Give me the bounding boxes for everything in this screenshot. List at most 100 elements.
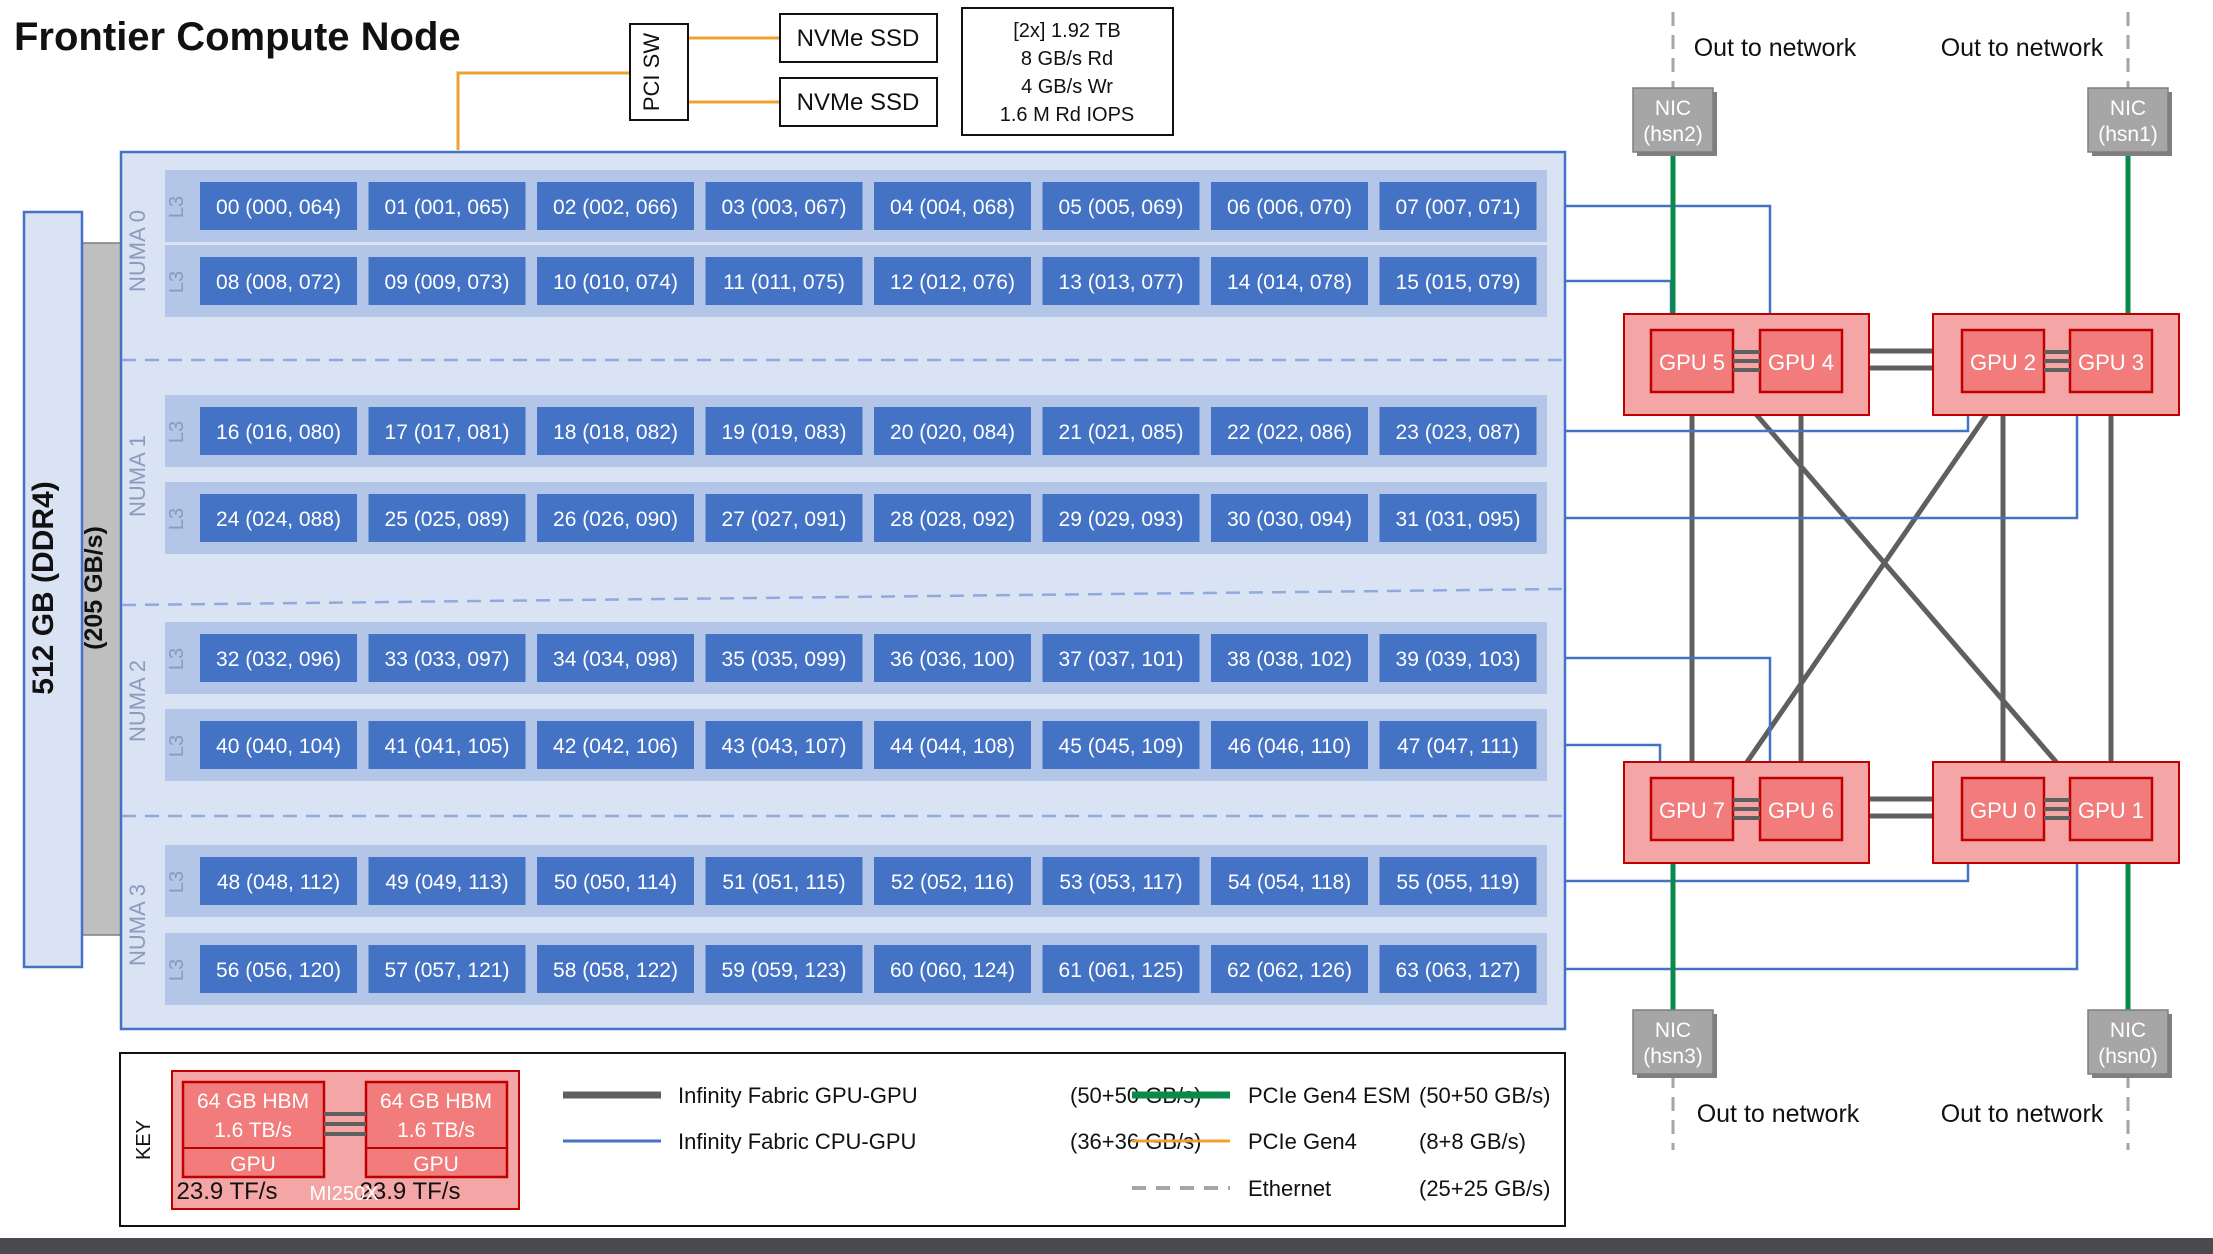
cpu-core-label: 21 (021, 085) [1059,421,1184,444]
l3-label: L3 [166,421,188,443]
cpu-core-label: 61 (061, 125) [1059,959,1184,982]
cpu-core [368,945,526,993]
numa-separator [121,587,1565,607]
cpu-core [200,182,357,230]
cpu-core-label: 18 (018, 082) [553,421,678,444]
key-gcd-bandwidth: 1.6 TB/s [397,1119,475,1142]
cpu-core-label: 11 (011, 075) [723,271,845,294]
cpu-core [705,721,863,769]
out-to-network-label: Out to network [1694,34,1857,62]
cpu-core-label: 45 (045, 109) [1059,735,1184,758]
cpu-core-label: 20 (020, 084) [890,421,1015,444]
cpu-core [537,721,694,769]
cpu-core [537,634,694,682]
nic-box [1632,87,1714,153]
if-cpu-gpu-link [1547,204,1772,330]
cpu-core [874,721,1031,769]
cpu-core-label: 17 (017, 081) [385,421,510,444]
cpu-core [1211,634,1368,682]
cpu-core-label: 29 (029, 093) [1059,508,1184,531]
cpu-core-label: 02 (002, 066) [553,196,678,219]
cpu-core [368,407,526,455]
key-package-name: MI250X [310,1183,379,1205]
cpu-core [1379,182,1537,230]
cpu-core-label: 25 (025, 089) [385,508,510,531]
nvme-ssd-label: NVMe SSD [797,89,920,116]
cpu-core-label: 10 (010, 074) [553,271,678,294]
l3-label: L3 [166,648,188,670]
gpu-gcd [1960,776,2046,842]
cpu-core [1379,494,1537,542]
legend-name: Infinity Fabric CPU-GPU [678,1129,916,1154]
memory-module [22,210,84,969]
cpu-core-label: 36 (036, 100) [890,648,1015,671]
numa-label: NUMA 3 [125,884,150,966]
gpu-gcd-label: GPU 7 [1659,798,1725,823]
pci-switch-box [629,23,689,121]
ssd-spec-line: 4 GB/s Wr [1021,76,1113,98]
cpu-core [874,257,1031,305]
cpu-core [1211,182,1368,230]
cpu-core-label: 01 (001, 065) [385,196,510,219]
key-gcd-flops: 23.9 TF/s [360,1178,461,1205]
cpu-core-label: 13 (013, 077) [1059,271,1184,294]
cpu-core [537,494,694,542]
cpu-core [705,945,863,993]
gpu-gcd-label: GPU 5 [1659,350,1725,375]
cpu-core [874,634,1031,682]
cpu-core [368,494,526,542]
key-gcd [364,1080,509,1179]
gpu-gcd-label: GPU 4 [1768,350,1834,375]
cpu-core [368,857,526,905]
cpu-core [705,257,863,305]
cpu-core-label: 43 (043, 107) [722,735,847,758]
if-cpu-gpu-link [1547,656,1772,778]
memory-bandwidth-label: (205 GB/s) [80,526,108,650]
cpu-core [1379,407,1537,455]
cpu-core-label: 59 (059, 123) [722,959,847,982]
cpu-core [1042,407,1200,455]
ssd-specs-box [961,7,1174,136]
cpu-core [200,945,357,993]
cpu-core-label: 51 (051, 115) [722,871,845,894]
cpu-core [537,407,694,455]
cpu-core-label: 53 (053, 117) [1059,871,1182,894]
cpu-core-label: 55 (055, 119) [1396,871,1519,894]
cpu-core-label: 50 (050, 114) [554,871,677,894]
if-cpu-gpu-link [1547,840,2079,971]
out-to-network-label: Out to network [1941,34,2104,62]
nic-label: NIC [1655,97,1691,120]
gpu-gcd [2068,328,2154,394]
cpu-core-label: 46 (046, 110) [1228,735,1351,758]
out-to-network-label: Out to network [1697,1100,1860,1128]
ssd-spec-line: 8 GB/s Rd [1021,48,1113,70]
l3-label: L3 [166,271,188,293]
cpu-core [537,857,694,905]
cpu-core-label: 57 (057, 121) [385,959,510,982]
cpu-core-label: 35 (035, 099) [722,648,847,671]
gpu-gcd-label: GPU 3 [2078,350,2144,375]
if-gpu-gpu-link [1734,389,2072,780]
cpu-core [537,945,694,993]
cpu-core-label: 49 (049, 113) [385,871,508,894]
cpu-core-label: 15 (015, 079) [1396,271,1521,294]
cpu-core [1042,857,1200,905]
key-gcd-name: GPU [230,1153,276,1176]
key-gcd [181,1080,326,1179]
cpu-core-label: 60 (060, 124) [890,959,1015,982]
pci-switch-label: PCI SW [639,33,664,111]
gpu-gcd-label: GPU 1 [2078,798,2144,823]
cpu-core [705,857,863,905]
gpu-gcd [1649,776,1735,842]
cpu-core-label: 23 (023, 087) [1396,421,1521,444]
cpu-core [368,257,526,305]
legend-rate: (50+50 GB/s) [1419,1083,1550,1108]
cpu-core [874,407,1031,455]
cpu-core-label: 38 (038, 102) [1227,648,1352,671]
cpu-core [874,494,1031,542]
ssd-spec-line: [2x] 1.92 TB [1013,20,1120,42]
cpu-core [1379,634,1537,682]
cpu-core-label: 05 (005, 069) [1059,196,1184,219]
ssd-spec-line: 1.6 M Rd IOPS [1000,104,1135,126]
